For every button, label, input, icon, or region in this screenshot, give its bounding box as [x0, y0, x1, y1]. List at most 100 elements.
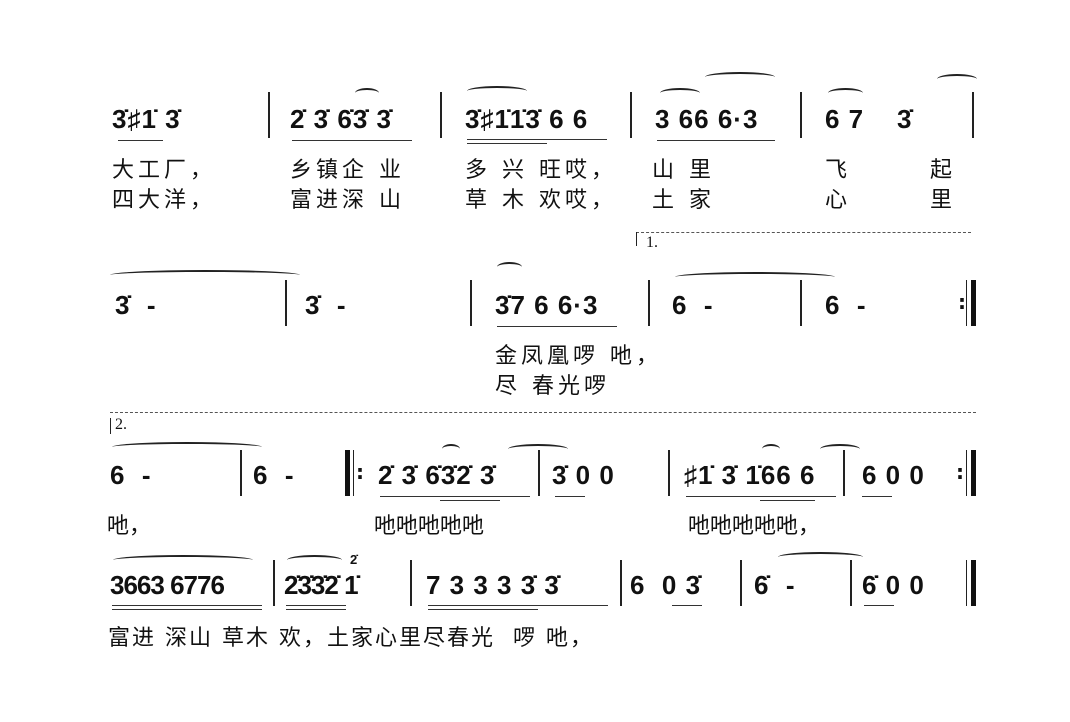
barline: [668, 450, 670, 496]
lyric: 大工厂，: [112, 158, 217, 183]
lyric: 起: [930, 158, 957, 183]
volta-hook: [636, 232, 637, 246]
barline: [440, 92, 442, 138]
measure: 3 66 6·3: [655, 104, 759, 134]
slur: [660, 88, 700, 98]
repeat-dots: :: [356, 460, 364, 484]
measure: 3̇7 6 6·3: [495, 290, 599, 320]
repeat-dots: :: [958, 290, 966, 314]
underline: [286, 609, 346, 610]
lyric: 吔，: [107, 514, 152, 539]
measure: 6 -: [672, 290, 714, 320]
underline: [112, 605, 262, 606]
underline: [286, 605, 346, 606]
volta-bracket: [110, 412, 976, 414]
slur: [820, 444, 860, 454]
volta-hook: [110, 418, 111, 434]
underline: [428, 609, 538, 610]
underline: [555, 496, 585, 497]
volta-label: 2.: [115, 416, 127, 433]
final-barline: [971, 560, 976, 606]
measure: 6 -: [110, 460, 152, 490]
barline: [620, 560, 622, 606]
measure: 2̇3̇3̇2̇ 1̇: [284, 570, 359, 600]
barline: [966, 450, 967, 496]
underline: [440, 500, 500, 501]
underline: [657, 140, 775, 141]
barline: [966, 560, 967, 606]
measure: 3̇ -: [115, 290, 157, 320]
barline: [850, 560, 852, 606]
measure: 7 3 3 3 3̇ 3̇: [426, 570, 560, 600]
lyric: 飞: [825, 158, 852, 183]
measure: 3̇♯1̇ 3̇: [112, 104, 181, 134]
grace-note: 2̇: [350, 552, 359, 567]
barline: [800, 92, 802, 138]
barline: [966, 280, 967, 326]
measure: 6 -: [825, 290, 867, 320]
slur: [355, 88, 379, 98]
slur: [497, 262, 522, 272]
measure: 6 7 3̇: [825, 104, 913, 134]
lyric: 心: [825, 188, 852, 213]
repeat-start-barline: [345, 450, 350, 496]
slur: [778, 552, 863, 562]
slur: [828, 88, 863, 98]
lyric: 乡镇企 业: [290, 158, 405, 183]
barline: [268, 92, 270, 138]
measure: 3̇♯1̇1̇3̇ 6 6: [465, 104, 589, 134]
underline: [380, 496, 530, 497]
underline: [118, 140, 163, 141]
barline: [972, 92, 974, 138]
barline: [648, 280, 650, 326]
measure: 6 0 3̇: [630, 570, 702, 600]
slur: [705, 72, 775, 82]
barline: [240, 450, 242, 496]
lyric: 尽 春光啰: [495, 374, 610, 399]
underline: [686, 496, 836, 497]
lyric: 吔吔吔吔吔: [374, 514, 485, 539]
underline: [292, 140, 412, 141]
lyric: 土 家: [652, 188, 715, 213]
barline: [353, 450, 354, 496]
barline: [800, 280, 802, 326]
underline: [862, 496, 892, 497]
underline: [112, 609, 262, 610]
slur: [675, 272, 835, 282]
barline: [630, 92, 632, 138]
measure: 2̇ 3̇ 6̇3̇ 3̇: [290, 104, 392, 134]
barline: [273, 560, 275, 606]
lyric: 金凤凰啰 吔，: [495, 344, 662, 369]
underline: [497, 326, 617, 327]
measure: 6 -: [253, 460, 295, 490]
underline: [672, 605, 702, 606]
measure: 6̇ 0 0: [862, 570, 925, 600]
measure: 3̇ 0 0: [552, 460, 615, 490]
lyric: 多 兴 旺哎，: [465, 158, 617, 183]
slur: [110, 270, 300, 280]
measure: ♯1̇ 3̇ 1̇66 6: [684, 460, 816, 490]
measure: 3663 6776: [110, 570, 225, 600]
volta-bracket: [636, 232, 971, 234]
repeat-end-barline: [971, 450, 976, 496]
measure: 6 0 0: [862, 460, 925, 490]
slur: [287, 555, 342, 565]
slur: [508, 444, 568, 454]
underline: [467, 143, 547, 144]
repeat-end-barline: [971, 280, 976, 326]
underline: [467, 139, 607, 140]
barline: [470, 280, 472, 326]
slur: [442, 444, 460, 454]
slur: [113, 555, 253, 565]
slur: [112, 442, 262, 452]
lyric: 吔吔吔吔吔，: [688, 514, 821, 539]
lyric: 四大洋，: [112, 188, 217, 213]
slur: [467, 86, 527, 96]
measure: 6̇ -: [754, 570, 796, 600]
repeat-dots: :: [956, 460, 964, 484]
barline: [538, 450, 540, 496]
barline: [843, 450, 845, 496]
underline: [760, 500, 815, 501]
barline: [285, 280, 287, 326]
underline: [864, 605, 894, 606]
